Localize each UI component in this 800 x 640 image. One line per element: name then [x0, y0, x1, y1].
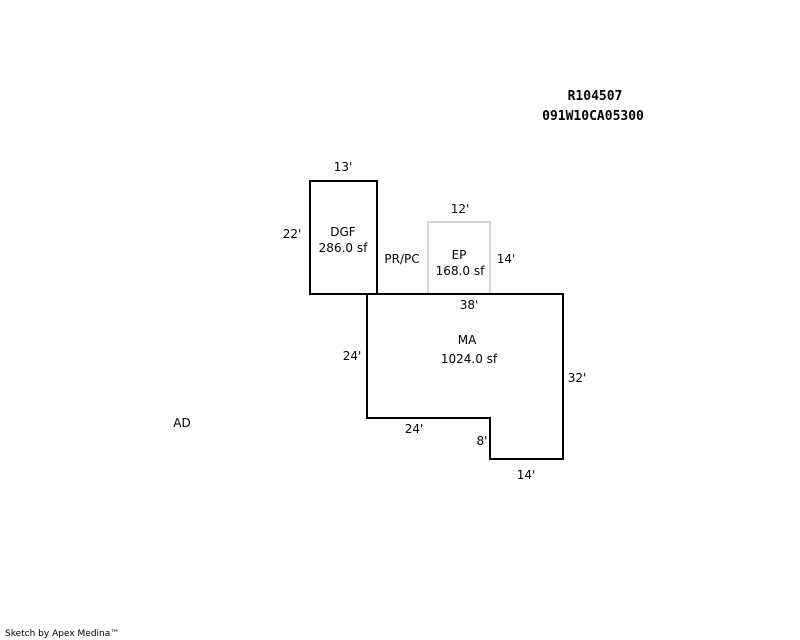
dgf-depth-dimension: 22' [283, 227, 302, 241]
ep-width-dimension: 12' [451, 202, 470, 216]
ep-code-label: EP [452, 248, 467, 262]
dgf-width-dimension: 13' [334, 160, 353, 174]
ad-label: AD [173, 416, 190, 430]
dgf-code-label: DGF [330, 225, 356, 239]
map-tax-lot: 091W10CA05300 [542, 109, 644, 124]
ma-left-dimension: 24' [343, 349, 362, 363]
ma-area-label: 1024.0 sf [441, 352, 498, 366]
ma-outline [366, 293, 564, 460]
ma-right-dimension: 32' [568, 371, 587, 385]
ma-bottom-left-dimension: 24' [405, 422, 424, 436]
dgf-outline [309, 180, 378, 295]
account-number: R104507 [568, 89, 623, 104]
ma-top-dimension: 38' [460, 298, 479, 312]
ma-code-label: MA [458, 333, 477, 347]
pr-pc-label: PR/PC [384, 252, 419, 266]
ma-bottom-right-dimension: 14' [517, 468, 536, 482]
ep-area-label: 168.0 sf [436, 264, 485, 278]
ma-notch-dimension: 8' [477, 434, 488, 448]
sketch-credit: Sketch by Apex Medina™ [5, 629, 119, 639]
ep-depth-dimension: 14' [497, 252, 516, 266]
dgf-area-label: 286.0 sf [319, 241, 368, 255]
ep-outline [427, 221, 491, 294]
